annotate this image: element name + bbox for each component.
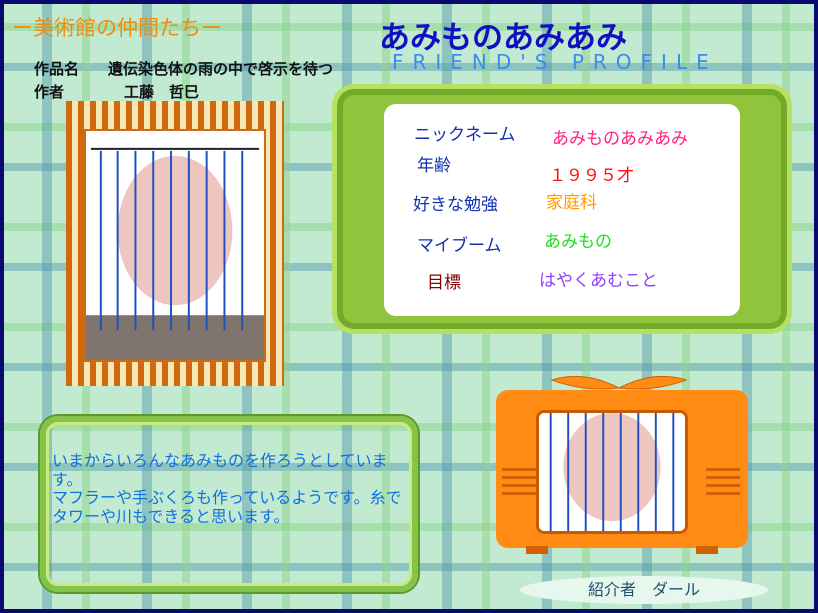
series-title: ー美術館の仲間たちー bbox=[12, 16, 222, 40]
goal-value: はやくあむこと bbox=[539, 271, 658, 291]
goal-label: 目標 bbox=[427, 273, 461, 293]
author-name: 工藤 哲巳 bbox=[124, 83, 200, 101]
work-title-label: 作品名 bbox=[34, 60, 80, 78]
page-subtitle: FRIEND'S PROFILE bbox=[392, 50, 718, 74]
subject-value: 家庭科 bbox=[546, 193, 597, 213]
page-title: あみものあみあみ bbox=[379, 20, 627, 56]
nickname-label: ニックネーム bbox=[414, 125, 516, 145]
introducer: 紹介者 ダール bbox=[520, 576, 768, 604]
artwork-frame bbox=[66, 101, 284, 386]
age-value: １９９５才 bbox=[549, 166, 634, 186]
nickname-value: あみものあみあみ bbox=[552, 129, 688, 149]
boom-label: マイブーム bbox=[417, 236, 502, 256]
message-line: いまからいろんなあみものを作ろうとしています。 bbox=[52, 451, 388, 489]
author-label: 作者 bbox=[34, 83, 65, 101]
message-text: いまからいろんなあみものを作ろうとしています。 マフラーや手ぶくろも作っているよ… bbox=[52, 451, 402, 526]
tv-leg bbox=[696, 546, 718, 554]
tv-artwork-image bbox=[536, 410, 688, 534]
tv-antenna-icon bbox=[550, 375, 688, 390]
work-title: 遺伝染色体の雨の中で啓示を待つ bbox=[108, 60, 334, 78]
boom-value: あみもの bbox=[544, 232, 612, 252]
artwork-image bbox=[84, 129, 266, 362]
subject-label: 好きな勉強 bbox=[413, 195, 498, 215]
message-box bbox=[40, 416, 418, 592]
age-label: 年齢 bbox=[417, 156, 451, 176]
message-line: マフラーや手ぶくろも作っているようです。糸でタワーや川もできると思います。 bbox=[52, 488, 402, 526]
tv-leg bbox=[526, 546, 548, 554]
profile-card bbox=[384, 104, 740, 316]
